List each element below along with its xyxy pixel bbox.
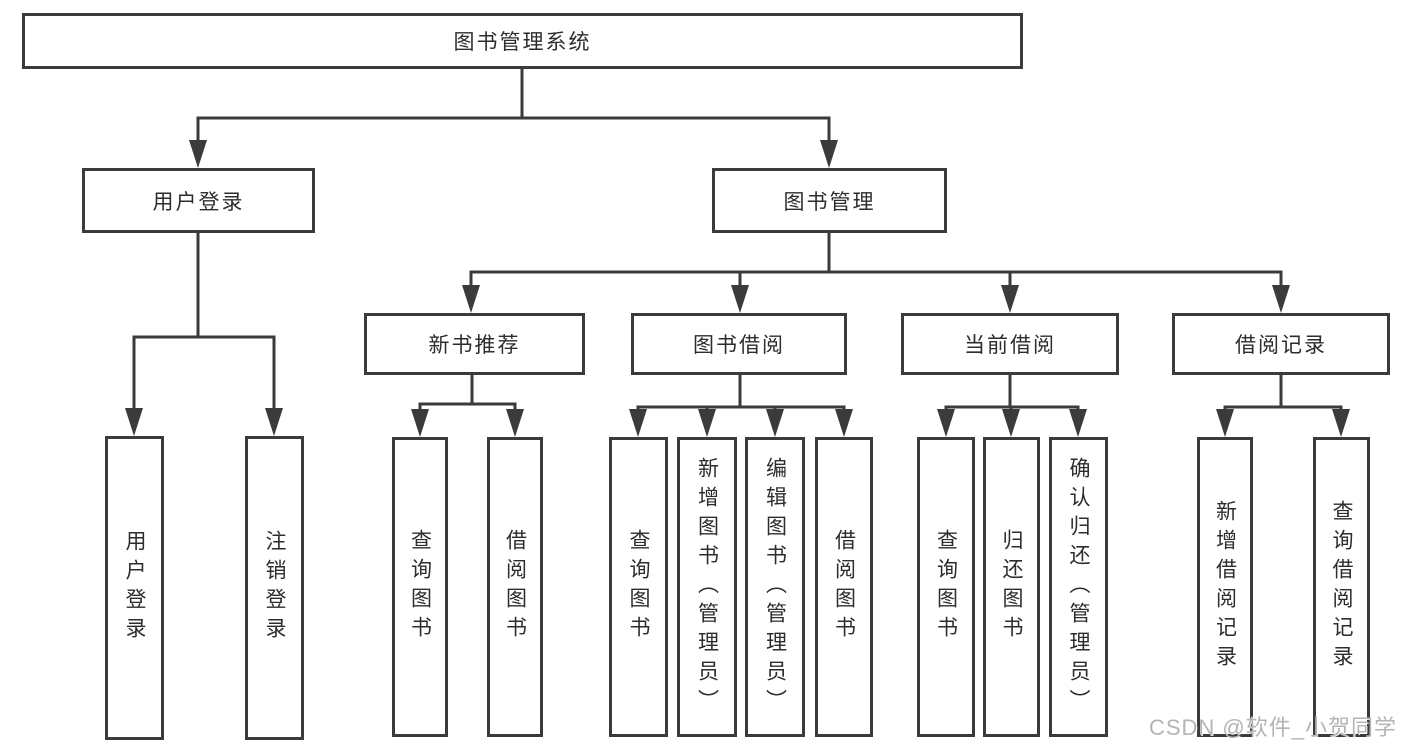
node-label: 查询图书	[627, 529, 650, 645]
connector-book-management	[469, 231, 1283, 305]
node-label: 当前借阅	[964, 334, 1056, 357]
node-current-borrow: 当前借阅	[901, 313, 1119, 375]
node-label: 用户登录	[123, 530, 146, 646]
node-return-book: 归还图书	[983, 437, 1040, 737]
arrow-icon	[1069, 409, 1087, 437]
node-book-borrow: 图书借阅	[631, 313, 847, 375]
node-label: 借阅记录	[1235, 334, 1327, 357]
node-logout-action: 注销登录	[245, 436, 304, 740]
node-label: 新增借阅记录	[1213, 500, 1237, 674]
node-query-borrow-record: 查询借阅记录	[1313, 437, 1370, 737]
arrow-icon	[835, 409, 853, 437]
node-add-borrow-record: 新增借阅记录	[1197, 437, 1253, 737]
node-label: 图书管理	[783, 190, 876, 214]
arrow-icon	[411, 409, 429, 437]
arrow-icon	[125, 408, 143, 436]
connector-borrow-records	[1223, 373, 1343, 429]
node-confirm-return-admin: 确认归还（管理员）	[1049, 437, 1108, 737]
node-label: 查询借阅记录	[1330, 500, 1353, 674]
node-label: 查询图书	[934, 529, 958, 645]
node-borrow-book-action: 借阅图书	[815, 437, 873, 737]
arrow-icon	[189, 140, 207, 168]
node-book-management-module: 图书管理	[712, 168, 947, 233]
arrow-icon	[506, 409, 524, 437]
arrow-icon	[1001, 285, 1019, 313]
arrow-icon	[937, 409, 955, 437]
connector-book-borrow	[636, 373, 846, 429]
arrow-icon	[462, 285, 480, 313]
connector-root	[196, 66, 831, 160]
connector-current-borrow	[944, 373, 1080, 429]
node-user-login-action: 用户登录	[105, 436, 164, 740]
node-edit-book-admin: 编辑图书（管理员）	[745, 437, 805, 737]
node-query-book-current: 查询图书	[917, 437, 975, 737]
arrow-icon	[1216, 409, 1234, 437]
arrow-icon	[1272, 285, 1290, 313]
arrow-icon	[1002, 409, 1020, 437]
node-label: 借阅图书	[832, 529, 856, 645]
arrow-icon	[265, 408, 283, 436]
csdn-watermark: CSDN @软件_小贺同学	[1148, 715, 1397, 740]
arrow-icon	[766, 409, 784, 437]
node-label: 查询图书	[408, 529, 432, 645]
node-label: 新增图书（管理员）	[695, 456, 719, 718]
connector-new-book	[418, 373, 517, 429]
node-label: 图书借阅	[693, 334, 785, 357]
arrow-icon	[731, 285, 749, 313]
arrow-icon	[698, 409, 716, 437]
node-user-login-module: 用户登录	[82, 168, 315, 233]
node-borrow-book-recommend: 借阅图书	[487, 437, 543, 737]
connector-user-login	[132, 231, 276, 428]
node-label: 新书推荐	[428, 334, 521, 357]
node-label: 确认归还（管理员）	[1067, 456, 1090, 718]
arrow-icon	[1332, 409, 1350, 437]
node-add-book-admin: 新增图书（管理员）	[677, 437, 737, 737]
node-label: 编辑图书（管理员）	[763, 456, 787, 718]
node-query-book-recommend: 查询图书	[392, 437, 448, 737]
node-label: 注销登录	[263, 530, 286, 646]
node-label: 图书管理系统	[453, 31, 592, 54]
node-library-management-system: 图书管理系统	[22, 13, 1023, 69]
node-label: 借阅图书	[503, 529, 527, 645]
node-query-book-borrow: 查询图书	[609, 437, 668, 737]
node-label: 归还图书	[1000, 529, 1023, 645]
node-borrow-records: 借阅记录	[1172, 313, 1390, 375]
arrow-icon	[629, 409, 647, 437]
node-new-book-recommend: 新书推荐	[364, 313, 585, 375]
node-label: 用户登录	[152, 190, 245, 214]
arrow-icon	[820, 140, 838, 168]
